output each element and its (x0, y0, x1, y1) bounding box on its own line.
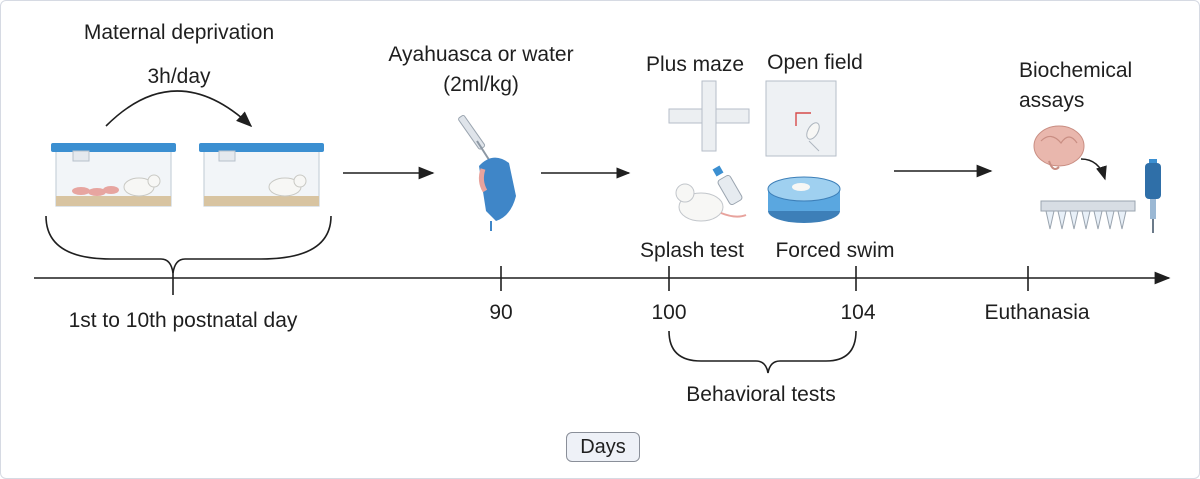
mouse-cage-icon (199, 143, 324, 207)
brain-icon (1033, 125, 1085, 170)
days-button[interactable]: Days (566, 432, 640, 462)
label-open-field: Open field (767, 51, 863, 74)
brace-postnatal (45, 215, 332, 274)
mouse-spray-icon (675, 165, 747, 222)
pipette-icon (1145, 159, 1161, 233)
label-maternal-deprivation: Maternal deprivation (83, 21, 275, 44)
label-duration: 3h/day (147, 65, 211, 88)
label-splash-test: Splash test (640, 239, 744, 262)
curved-arrow-brain (1080, 158, 1107, 181)
mouse-cage-icon (51, 143, 176, 207)
label-biochemical-line2: assays (1019, 89, 1085, 112)
label-plus-maze: Plus maze (645, 53, 745, 76)
plus-maze-icon (668, 80, 750, 152)
label-biochemical-line1: Biochemical (1019, 59, 1133, 82)
tick-label-104: 104 (840, 301, 876, 324)
syringe-hand-icon (458, 115, 516, 231)
tick-label-postnatal: 1st to 10th postnatal day (68, 309, 298, 332)
tick-label-90: 90 (489, 301, 513, 324)
open-field-icon (765, 80, 837, 157)
label-treatment-line2: (2ml/kg) (443, 73, 519, 96)
brace-behavioral (668, 330, 857, 374)
label-treatment-line1: Ayahuasca or water (388, 43, 574, 66)
label-behavioral-tests: Behavioral tests (686, 383, 836, 406)
label-forced-swim: Forced swim (775, 239, 895, 262)
swim-tank-icon (767, 176, 841, 223)
tick-label-euthanasia: Euthanasia (984, 301, 1090, 324)
curved-arrow (105, 90, 253, 128)
tube-rack-icon (1040, 200, 1136, 230)
tick-label-100: 100 (651, 301, 687, 324)
